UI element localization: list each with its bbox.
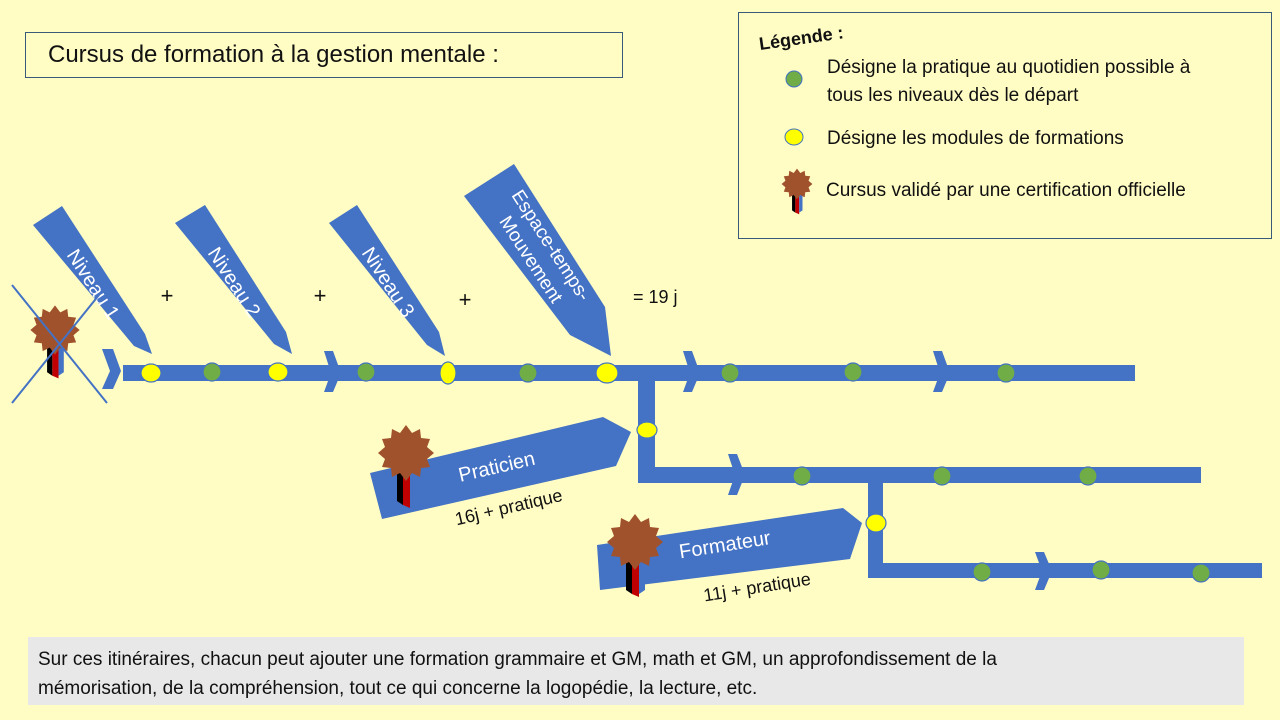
module-dot [267, 362, 289, 382]
plus-sign: + [459, 287, 472, 312]
legend-green-line1: Désigne la pratique au quotidien possibl… [827, 57, 1191, 78]
total-days: = 19 j [633, 287, 678, 307]
chevron-icon [933, 351, 950, 392]
practice-dot [1078, 466, 1098, 486]
footer-line: Sur ces itinéraires, chacun peut ajouter… [38, 649, 997, 670]
legend-medal-text: Cursus validé par une certification offi… [826, 180, 1186, 201]
level-arrow-niveau-2: Niveau 2 [175, 205, 292, 354]
formateur-path [868, 563, 1262, 578]
footer-note: Sur ces itinéraires, chacun peut ajouter… [28, 637, 1244, 705]
practice-dot [932, 466, 952, 486]
chevron-icon [728, 454, 745, 495]
chevron-icon [102, 349, 121, 389]
practice-dot [972, 562, 992, 582]
main-path [123, 365, 1135, 381]
module-dot [595, 362, 619, 384]
footer-line: mémorisation, de la compréhension, tout … [38, 678, 758, 699]
legend [738, 12, 1272, 239]
level-arrow-espace-temps: Espace-temps- Mouvement [464, 164, 611, 356]
legend-yellow-dot [784, 128, 804, 146]
practice-dot [792, 466, 812, 486]
legend-green-dot [785, 70, 803, 88]
level-arrow-niveau-3: Niveau 3 [329, 205, 445, 356]
practice-dot [1091, 560, 1111, 580]
legend-medal-icon [781, 168, 813, 215]
legend-yellow-text: Désigne les modules de formations [827, 128, 1124, 149]
practice-dot [843, 362, 863, 382]
module-dot [439, 361, 457, 385]
chevron-icon [1035, 552, 1052, 590]
praticien-arrow: Praticien [370, 417, 631, 519]
legend-green-line2: tous les niveaux dès le départ [827, 85, 1079, 106]
legend-heading: Légende : [758, 22, 845, 54]
module-dot [140, 363, 162, 383]
cross-out-line [11, 284, 108, 404]
module-dot [865, 513, 887, 533]
practice-dot [996, 363, 1016, 383]
practice-dot [356, 362, 376, 382]
plus-sign: + [314, 283, 327, 308]
module-dot [636, 421, 658, 439]
practice-dot [720, 363, 740, 383]
practice-dot [1191, 563, 1211, 583]
diagram-title: Cursus de formation à la gestion mentale… [25, 32, 623, 78]
chevron-icon [683, 351, 700, 392]
formateur-arrow: Formateur [597, 508, 862, 590]
practice-dot [202, 362, 222, 382]
chevron-icon [324, 351, 341, 392]
praticien-path [638, 467, 1201, 483]
plus-sign: + [161, 283, 174, 308]
practice-dot [518, 363, 538, 383]
